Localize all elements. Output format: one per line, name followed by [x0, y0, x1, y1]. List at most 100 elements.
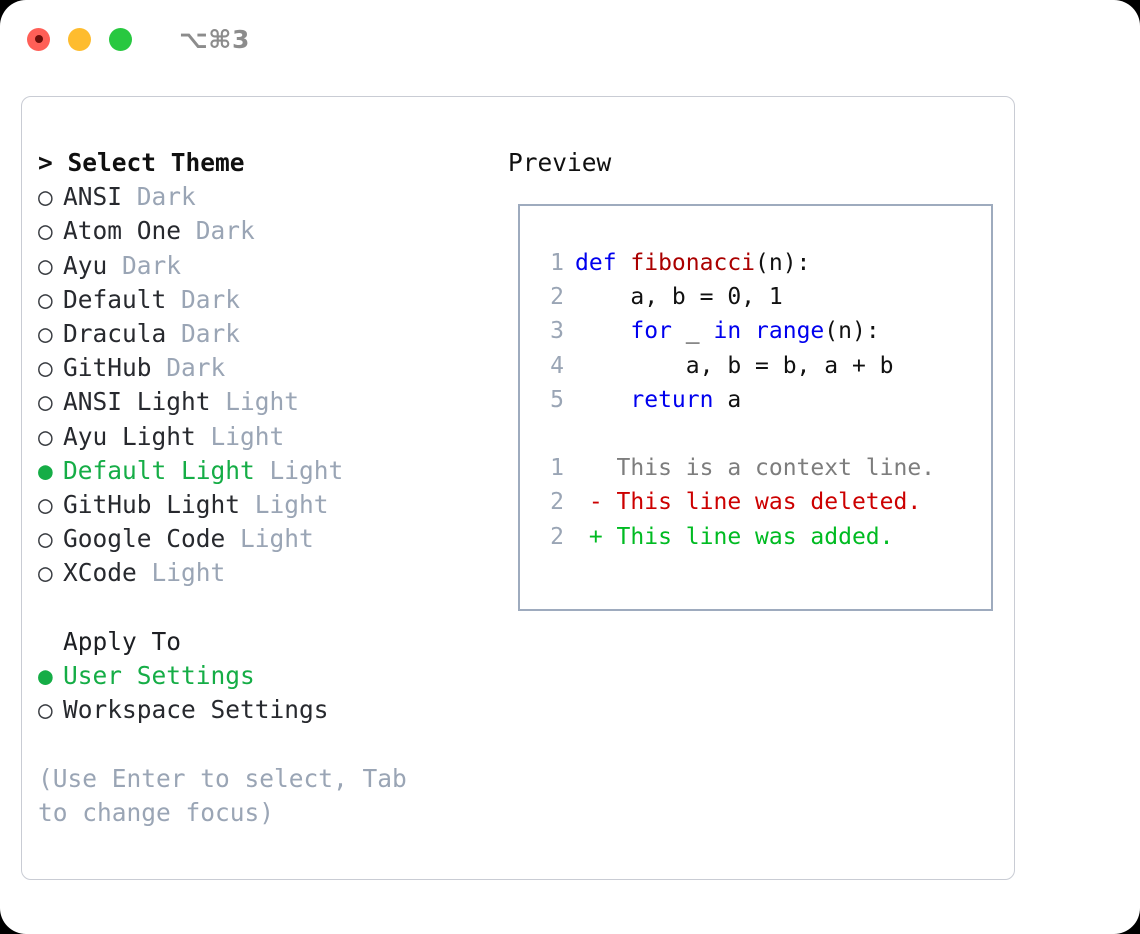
theme-label: GitHub [63, 353, 152, 383]
theme-item-4[interactable]: ○ Dracula Dark [38, 317, 502, 351]
keyboard-hint: (Use Enter to select, Tab to change focu… [38, 763, 407, 827]
radio-selected-icon[interactable]: ● [38, 455, 53, 485]
theme-item-9[interactable]: ○GitHub Light Light [38, 488, 502, 522]
token-kw: def [575, 250, 631, 276]
code-line-text: return a [575, 383, 741, 417]
radio-selected-icon[interactable]: ● [38, 661, 53, 691]
token-add: + This line was added. [575, 523, 894, 550]
line-number: 2 [550, 489, 564, 516]
apply-to-label: Workspace Settings [63, 695, 329, 725]
radio-unselected-icon[interactable]: ○ [38, 490, 53, 520]
radio-unselected-icon[interactable]: ○ [38, 284, 53, 314]
line-number: 2 [550, 284, 564, 311]
code-line-0: 1 def fibonacci(n): [534, 246, 991, 280]
theme-item-6[interactable]: ○ ANSI Light Light [38, 385, 502, 419]
token-ctx: This is a context line. [575, 455, 936, 482]
radio-unselected-icon[interactable]: ○ [38, 558, 53, 588]
theme-item-0[interactable]: ○ANSI Dark [38, 180, 502, 214]
diff-line-2: 2 + This line was added. [534, 520, 991, 554]
theme-item-7[interactable]: ○Ayu Light Light [38, 420, 502, 454]
apply-to-header: Apply To [63, 626, 182, 656]
token-plain: a [713, 386, 742, 413]
close-button[interactable] [27, 27, 50, 51]
theme-label: Ayu [63, 250, 108, 280]
radio-unselected-icon[interactable]: ○ [38, 319, 53, 349]
maximize-button[interactable] [109, 27, 132, 51]
theme-item-10[interactable]: ○ Google Code Light [38, 522, 502, 556]
theme-variant-badge: Dark [166, 284, 241, 314]
minimize-button[interactable] [68, 27, 91, 51]
token-kw: return [630, 386, 714, 413]
theme-variant-badge: Dark [151, 353, 226, 383]
theme-variant-badge: Light [210, 387, 300, 417]
theme-variant-badge: Light [240, 490, 329, 520]
radio-unselected-icon[interactable]: ○ [38, 421, 53, 451]
token-plain: a, b = b, a + b [575, 352, 894, 379]
radio-unselected-icon[interactable]: ○ [38, 182, 53, 212]
theme-label: ANSI Light [63, 387, 211, 417]
token-plain: _ [671, 318, 714, 345]
token-kw: range [755, 318, 825, 345]
line-number: 4 [550, 352, 564, 379]
theme-label: Dracula [63, 319, 167, 349]
apply-to-list[interactable]: ● User Settings ○ Workspace Settings [38, 659, 502, 727]
theme-variant-badge: Light [225, 524, 314, 554]
token-del: - This line was deleted. [575, 489, 922, 516]
code-line-2: 3 for _ in range(n): [534, 314, 991, 348]
apply-to-item-1[interactable]: ○ Workspace Settings [38, 693, 502, 727]
diff-line-text: - This line was deleted. [575, 485, 921, 519]
theme-list[interactable]: ○ANSI Dark○Atom One Dark○Ayu Dark○Defaul… [38, 180, 502, 590]
code-line-text: def fibonacci(n): [575, 246, 810, 280]
diff-line-text: This is a context line. [575, 451, 936, 485]
theme-variant-badge: Dark [107, 250, 182, 280]
theme-variant-badge: Dark [122, 182, 196, 212]
theme-item-3[interactable]: ○ Default Dark [38, 283, 502, 317]
token-kw: for [630, 318, 672, 345]
token-plain [741, 318, 755, 344]
diff-sample: 1 This is a context line. 2 - This line w… [534, 451, 991, 554]
token-plain [575, 387, 630, 413]
code-line-1: 2 a, b = 0, 1 [534, 280, 991, 314]
theme-label: Google Code [63, 524, 226, 554]
line-number: 1 [550, 455, 564, 482]
theme-item-8[interactable]: ●Default Light Light [38, 454, 502, 488]
radio-unselected-icon[interactable]: ○ [38, 524, 53, 554]
token-fn: fibonacci [630, 250, 756, 276]
radio-unselected-icon[interactable]: ○ [38, 216, 53, 246]
theme-item-5[interactable]: ○ GitHub Dark [38, 351, 502, 385]
token-kw: in [713, 318, 742, 345]
theme-variant-badge: Light [195, 421, 285, 451]
token-plain: (n): [824, 318, 880, 345]
keyboard-shortcut-label: ⌥⌘3 [179, 24, 250, 54]
select-theme-header: > Select Theme [38, 148, 245, 177]
token-plain [575, 318, 630, 344]
theme-variant-badge: Light [254, 455, 344, 485]
code-line-4: 5 return a [534, 383, 991, 417]
section-spacer [38, 591, 502, 625]
content-panel: > Select Theme ○ANSI Dark○Atom One Dark○… [21, 96, 1015, 880]
theme-label: Default [63, 284, 167, 314]
diff-line-0: 1 This is a context line. [534, 451, 991, 485]
theme-item-1[interactable]: ○Atom One Dark [38, 214, 502, 248]
radio-unselected-icon[interactable]: ○ [38, 353, 53, 383]
window-controls [27, 27, 132, 51]
apply-to-item-0[interactable]: ● User Settings [38, 659, 502, 693]
code-diff-gap [534, 417, 991, 451]
line-number: 1 [550, 250, 564, 276]
theme-item-11[interactable]: ○XCode Light [38, 556, 502, 590]
line-number: 5 [550, 386, 564, 413]
code-line-text: a, b = b, a + b [575, 349, 894, 383]
token-plain: (n): [755, 250, 811, 276]
theme-variant-badge: Dark [166, 319, 241, 349]
apply-to-label: User Settings [63, 661, 255, 691]
hint-spacer [38, 727, 502, 761]
radio-unselected-icon[interactable]: ○ [38, 250, 53, 280]
radio-unselected-icon[interactable]: ○ [38, 695, 53, 725]
radio-unselected-icon[interactable]: ○ [38, 387, 53, 417]
title-bar: ⌥⌘3 [0, 0, 1140, 78]
theme-item-2[interactable]: ○ Ayu Dark [38, 249, 502, 283]
